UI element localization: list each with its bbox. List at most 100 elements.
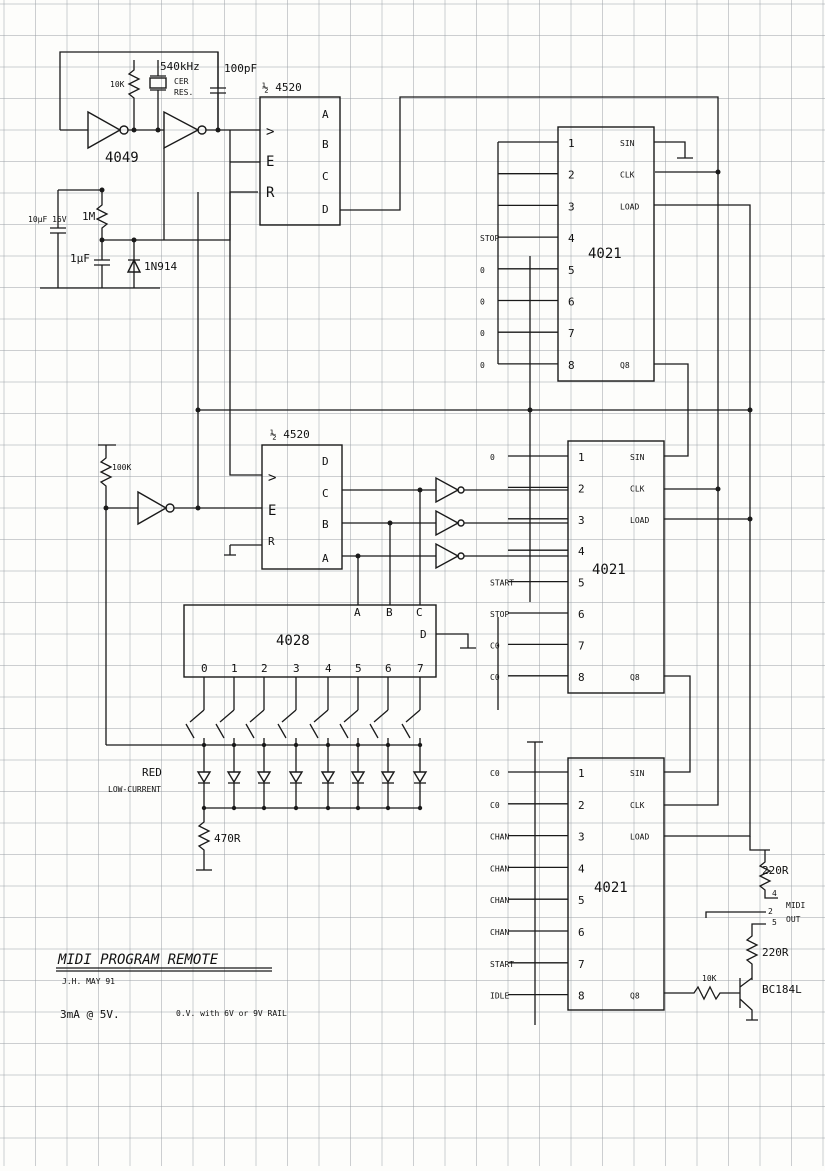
decoder-out-3: 3 bbox=[293, 662, 300, 675]
ct-out-b: B bbox=[322, 138, 329, 151]
sr3-input-1: C0 bbox=[490, 769, 500, 778]
dec-in-d: D bbox=[420, 628, 427, 641]
sr2-pin-5: 5 bbox=[578, 577, 585, 590]
sr3-pin-5: 5 bbox=[578, 894, 585, 907]
ct-in-clk: > bbox=[266, 124, 274, 140]
sr2-input-1: 0 bbox=[490, 453, 495, 462]
sr1-name: 4021 bbox=[588, 246, 622, 262]
sr2-load-label: LOAD bbox=[630, 516, 649, 525]
dec-in-c: C bbox=[416, 606, 423, 619]
sr1-input-8: 0 bbox=[480, 361, 485, 370]
counter-top-4520: ½ 4520 > E R A B C D bbox=[229, 81, 719, 226]
shift-register-2: 4021 bbox=[567, 440, 665, 694]
title: MIDI PROGRAM REMOTE bbox=[57, 952, 219, 968]
pullup-label: 100K bbox=[112, 463, 131, 472]
shift-register-1: 4021 bbox=[557, 126, 655, 382]
reset-cap-main-label: 10µF 16V bbox=[28, 215, 67, 224]
sr2-pin-3: 3 bbox=[578, 514, 585, 527]
decoder-out-4: 4 bbox=[325, 662, 332, 675]
sr3-pin-8: 8 bbox=[578, 990, 585, 1003]
led-7 bbox=[412, 771, 428, 784]
sr2-input-5: START bbox=[490, 579, 514, 588]
title-block: MIDI PROGRAM REMOTE J.H. MAY 91 3mA @ 5V… bbox=[56, 952, 287, 1021]
buffer-inverters bbox=[342, 476, 568, 605]
midi-label: MIDI bbox=[786, 901, 805, 910]
sr2-clk-label: CLK bbox=[630, 484, 645, 493]
out-r1-label: 220R bbox=[762, 864, 789, 877]
resistor-10k bbox=[127, 60, 141, 130]
switch-7 bbox=[401, 709, 421, 745]
led-5 bbox=[350, 771, 366, 784]
switch-3 bbox=[277, 709, 297, 745]
register-bus-wiring bbox=[497, 141, 753, 1025]
sr3-pin-6: 6 bbox=[578, 926, 585, 939]
sr2-pin-1: 1 bbox=[578, 451, 585, 464]
sr1-pin-8: 8 bbox=[568, 359, 575, 372]
rail-note: 0.V. with 6V or 9V RAIL bbox=[176, 1009, 287, 1018]
sr3-name: 4021 bbox=[594, 880, 628, 896]
sr2-input-8: C0 bbox=[490, 673, 500, 682]
midi-pin5: 5 bbox=[772, 918, 777, 927]
inverter-3 bbox=[137, 490, 168, 526]
midi-pin2: 2 bbox=[768, 907, 773, 916]
sr3-q8-label: Q8 bbox=[630, 992, 640, 1001]
sr1-input-6: 0 bbox=[480, 298, 485, 307]
out-rbase-label: 10K bbox=[702, 974, 717, 983]
decoder-out-5: 5 bbox=[355, 662, 362, 675]
shift-register-3: 4021 bbox=[567, 757, 665, 1011]
author-date: J.H. MAY 91 bbox=[62, 977, 115, 986]
switch-5 bbox=[339, 709, 359, 745]
counter-mid-4520: ½ 4520 > E R D C B A 100K bbox=[98, 162, 750, 745]
sr1-input-5: 0 bbox=[480, 266, 485, 275]
inverter-2 bbox=[163, 110, 200, 150]
dec-in-a: A bbox=[354, 606, 361, 619]
led-6 bbox=[380, 771, 396, 784]
cm-in-e: E bbox=[268, 503, 276, 519]
switch-2 bbox=[245, 709, 265, 745]
decoder-out-6: 6 bbox=[385, 662, 392, 675]
transistor-label: BC184L bbox=[762, 983, 802, 996]
decoder-out-7: 7 bbox=[417, 662, 424, 675]
switch-6 bbox=[369, 709, 389, 745]
sr2-pin-4: 4 bbox=[578, 545, 585, 558]
crystal bbox=[149, 77, 167, 89]
ct-out-a: A bbox=[322, 108, 329, 121]
led-3 bbox=[288, 771, 304, 784]
reset-section: 10µF 16V 1M 1µF 1N914 bbox=[28, 148, 258, 289]
sr1-pin-5: 5 bbox=[568, 264, 575, 277]
decoder-out-2: 2 bbox=[261, 662, 268, 675]
shift-register-pins: 1234STOP50607080SINCLKLOADQ8102345START6… bbox=[480, 137, 649, 1003]
supply-note: 3mA @ 5V. bbox=[60, 1008, 120, 1021]
cm-out-a: A bbox=[322, 552, 329, 565]
cm-in-clk: > bbox=[268, 470, 276, 486]
inverter-ic-label: 4049 bbox=[105, 150, 139, 166]
switch-0 bbox=[185, 709, 205, 745]
sr3-input-8: IDLE bbox=[490, 992, 509, 1001]
sr3-input-4: CHAN bbox=[490, 864, 509, 873]
led-2 bbox=[256, 771, 272, 784]
midi-sub: OUT bbox=[786, 915, 801, 924]
sr3-pin-7: 7 bbox=[578, 958, 585, 971]
sr3-input-6: CHAN bbox=[490, 928, 509, 937]
sr1-pin-1: 1 bbox=[568, 137, 575, 150]
ct-in-r: R bbox=[266, 185, 275, 201]
crystal-sub2: RES. bbox=[174, 88, 193, 97]
sr3-input-7: START bbox=[490, 960, 514, 969]
ct-in-e: E bbox=[266, 154, 274, 170]
reset-resistor-label: 1M bbox=[82, 210, 96, 223]
led-label-2: LOW-CURRENT bbox=[108, 785, 161, 794]
sr1-load-label: LOAD bbox=[620, 202, 639, 211]
decoder-out-1: 1 bbox=[231, 662, 238, 675]
cm-in-r: R bbox=[268, 535, 275, 548]
cm-out-d: D bbox=[322, 455, 329, 468]
sr1-pin-7: 7 bbox=[568, 327, 575, 340]
osc-resistor-label: 10K bbox=[110, 80, 125, 89]
sr2-pin-7: 7 bbox=[578, 639, 585, 652]
diode-1n914 bbox=[126, 258, 142, 273]
decoder-out-0: 0 bbox=[201, 662, 208, 675]
cm-out-b: B bbox=[322, 518, 329, 531]
sr2-pin-8: 8 bbox=[578, 671, 585, 684]
